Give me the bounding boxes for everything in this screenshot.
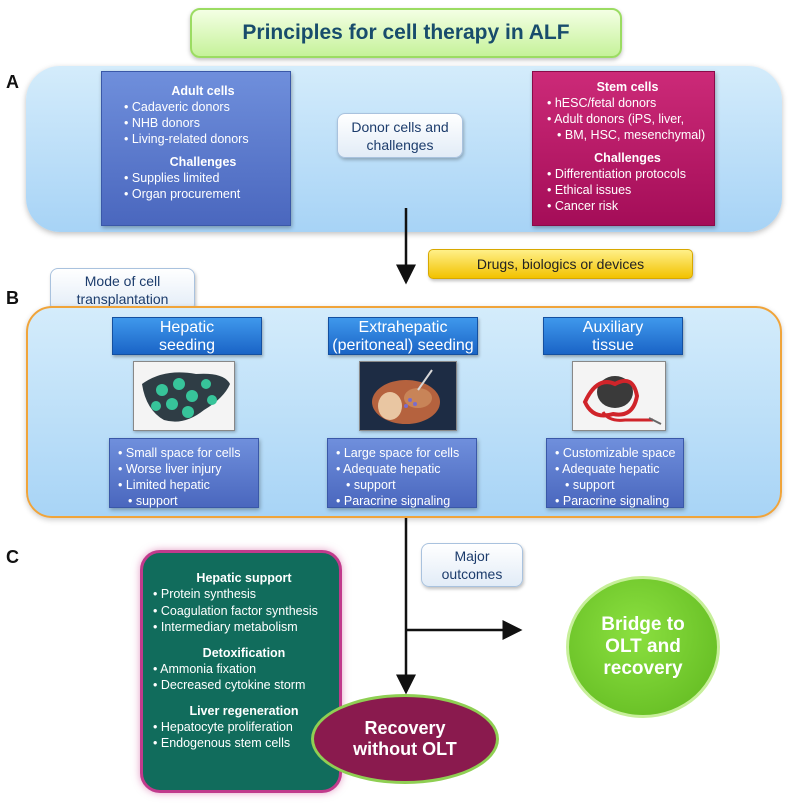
auxiliary-tissue-image [572,361,666,431]
route-item: Worse liver injury [118,461,254,477]
route-item: Adequate hepatic [336,461,472,477]
detoxification-heading: Detoxification [202,645,286,660]
outcome-item: Endogenous stem cells [153,735,335,752]
bridge-line3: recovery [603,658,683,679]
route-item: Adequate hepatic [555,461,679,477]
route-header-extrahepatic: Extrahepatic (peritoneal) seeding [328,317,478,355]
bridge-line1: Bridge to [601,614,685,635]
section-label-b: B [6,288,19,308]
route-header-line1: Auxiliary [582,319,644,336]
hepatic-support-heading: Hepatic support [196,571,292,585]
outcome-item: Ammonia fixation [153,661,335,678]
route-header-hepatic: Hepatic seeding [112,317,262,355]
bridge-to-olt-circle: Bridge to OLT and recovery [566,576,720,718]
route-item: Limited hepatic [118,477,254,493]
adult-cells-block: Adult cells Cadaveric donors NHB donors … [101,71,291,226]
adult-challenge-item: Organ procurement [124,186,282,202]
outcome-item: Coagulation factor synthesis [153,603,335,620]
major-outcomes-callout: Major outcomes [421,543,523,587]
stem-cells-heading: Stem cells [596,80,659,94]
outcome-item: Intermediary metabolism [153,619,335,636]
outcomes-callout-line2: outcomes [441,566,503,582]
adult-cells-item: Living-related donors [124,131,282,147]
route-item-cont: support [555,477,679,493]
peritoneal-seeding-image [359,361,457,431]
outcome-item: Hepatocyte proliferation [153,719,335,736]
outcomes-callout-line1: Major [454,548,490,564]
stem-challenge-item: Cancer risk [547,198,708,214]
mode-of-transplantation-callout: Mode of cell transplantation [50,268,195,312]
recovery-line2: without OLT [353,739,457,759]
liver-regeneration-heading: Liver regeneration [189,703,299,718]
mode-callout-line2: transplantation [76,291,169,307]
recovery-without-olt-ellipse: Recovery without OLT [311,694,499,784]
recovery-line1: Recovery [364,718,446,738]
adult-challenge-item: Supplies limited [124,170,282,186]
bridge-line2: OLT and [605,636,681,657]
outcome-item: Protein synthesis [153,586,335,603]
stem-challenges-heading: Challenges [594,151,661,165]
stem-challenge-item: Ethical issues [547,182,708,198]
stem-cells-item: hESC/fetal donors [547,95,708,111]
route-item: Small space for cells [118,445,254,461]
donor-callout-line1: Donor cells and [351,119,449,135]
route-header-line1: Extrahepatic [358,319,448,336]
mode-callout-line1: Mode of cell [84,273,161,289]
route-header-line2: tissue [592,337,634,354]
diagram-title: Principles for cell therapy in ALF [190,8,622,58]
route-item-cont: support [336,477,472,493]
donor-callout-line2: challenges [366,137,434,153]
route-list-hepatic: Small space for cells Worse liver injury… [109,438,259,508]
donor-cells-callout: Donor cells and challenges [337,113,463,158]
section-label-c: C [6,547,19,567]
route-item-cont: support [118,493,254,509]
major-outcomes-box: Hepatic support Protein synthesis Coagul… [140,550,342,793]
route-item: Paracrine signaling [336,493,472,509]
liver-seeding-image [133,361,235,431]
route-header-line2: seeding [158,337,216,354]
stem-cells-block: Stem cells hESC/fetal donors Adult donor… [532,71,715,226]
route-header-line2: (peritoneal) seeding [332,337,474,354]
stem-cells-item: Adult donors (iPS, liver, [547,111,708,127]
route-list-extrahepatic: Large space for cells Adequate hepatic s… [327,438,477,508]
drugs-biologics-devices-box: Drugs, biologics or devices [428,249,693,279]
adult-cells-item: NHB donors [124,115,282,131]
route-header-auxiliary: Auxiliary tissue [543,317,683,355]
adult-cells-item: Cadaveric donors [124,99,282,115]
route-header-line1: Hepatic [159,319,215,336]
route-item: Customizable space [555,445,679,461]
outcome-item: Decreased cytokine storm [153,677,335,694]
section-label-a: A [6,72,19,92]
stem-cells-item-cont: BM, HSC, mesenchymal) [547,127,708,143]
route-item: Large space for cells [336,445,472,461]
adult-challenges-heading: Challenges [169,155,237,169]
route-item: Paracrine signaling [555,493,679,509]
stem-challenge-item: Differentiation protocols [547,166,708,182]
route-list-auxiliary: Customizable space Adequate hepatic supp… [546,438,684,508]
adult-cells-heading: Adult cells [171,84,235,98]
